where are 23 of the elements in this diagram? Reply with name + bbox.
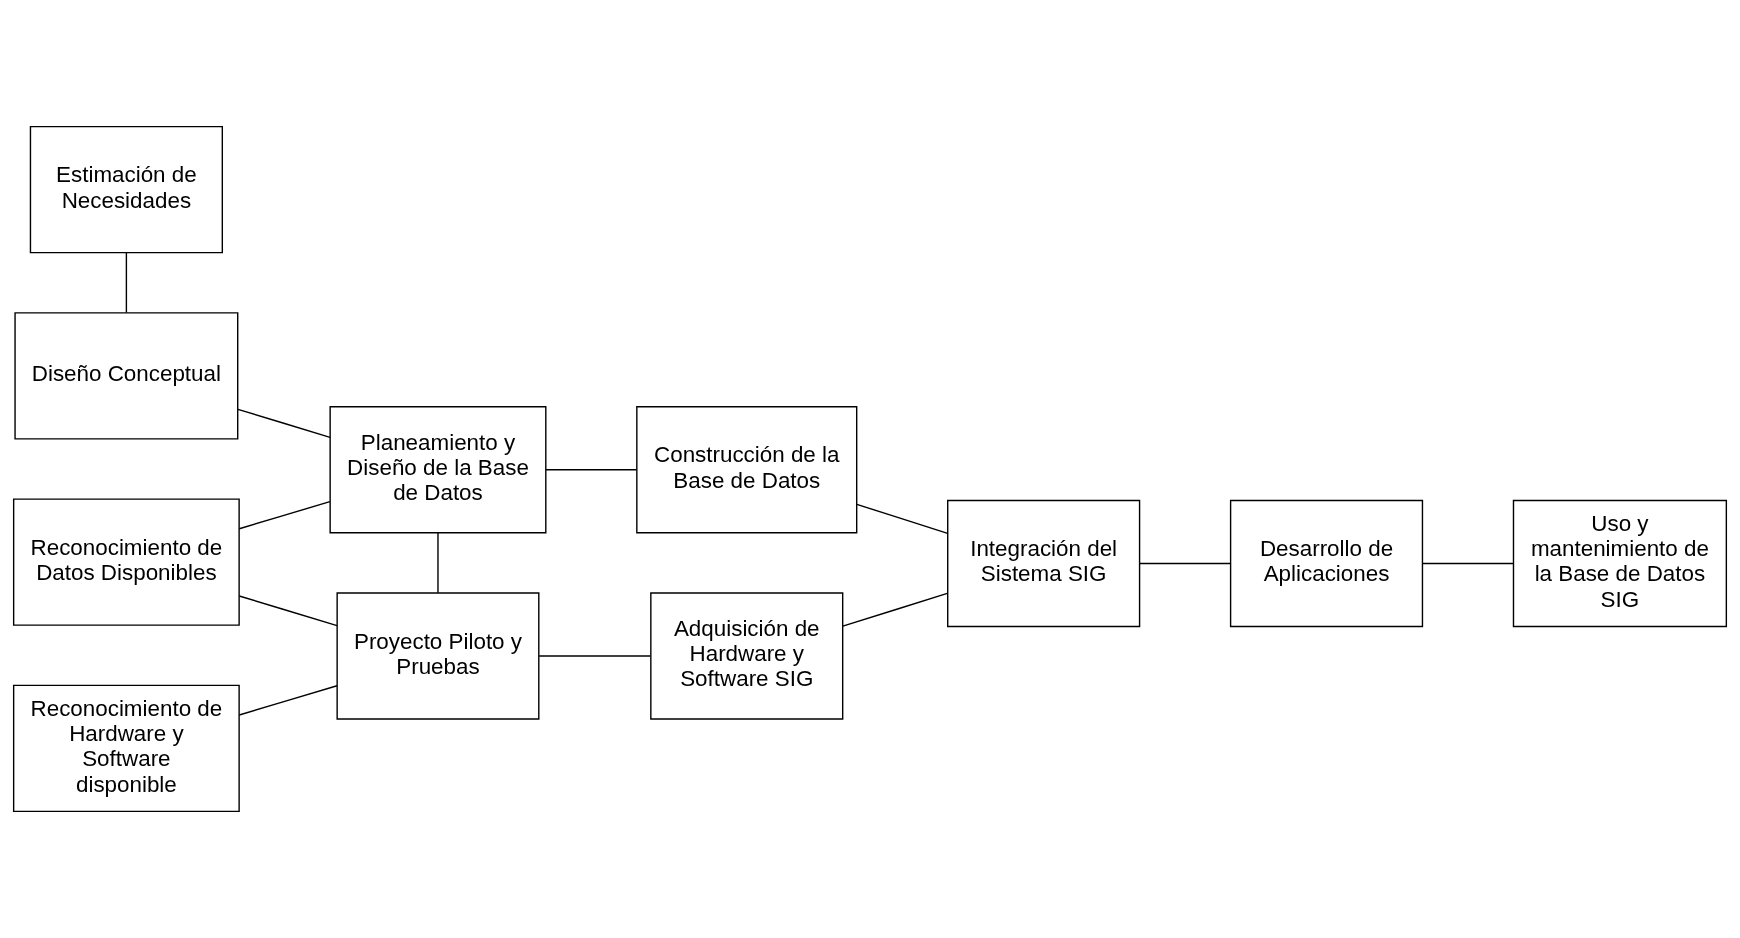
node-box: Reconocimiento de Datos Disponibles: [12, 498, 240, 626]
node-box: Estimación de Necesidades: [29, 125, 223, 254]
connector: [842, 592, 948, 627]
connector: [1422, 562, 1515, 565]
connector: [237, 408, 331, 439]
node-box: Adquisición de Hardware y Software SIG: [650, 592, 844, 720]
connector: [545, 469, 638, 471]
node-box: Proyecto Piloto y Pruebas: [336, 592, 540, 720]
node-box: Reconocimiento de Hardware y Software disponible: [12, 684, 240, 813]
connector: [238, 500, 331, 530]
connector: [125, 252, 128, 314]
connector: [238, 595, 338, 627]
node-box: Integración del Sistema SIG: [947, 499, 1141, 628]
connector: [856, 503, 949, 535]
connector: [238, 685, 338, 716]
node-box: Uso y mantenimiento de la Base de Datos SIG: [1512, 499, 1728, 628]
connector: [437, 532, 439, 594]
node-box: Diseño Conceptual: [14, 312, 239, 440]
connector: [538, 655, 652, 657]
connector: [1139, 562, 1232, 565]
node-box: Construcción de la Base de Datos: [636, 406, 858, 534]
node-box: Desarrollo de Aplicaciones: [1229, 499, 1424, 628]
node-box: Planeamiento y Diseño de la Base de Datos: [329, 406, 547, 534]
